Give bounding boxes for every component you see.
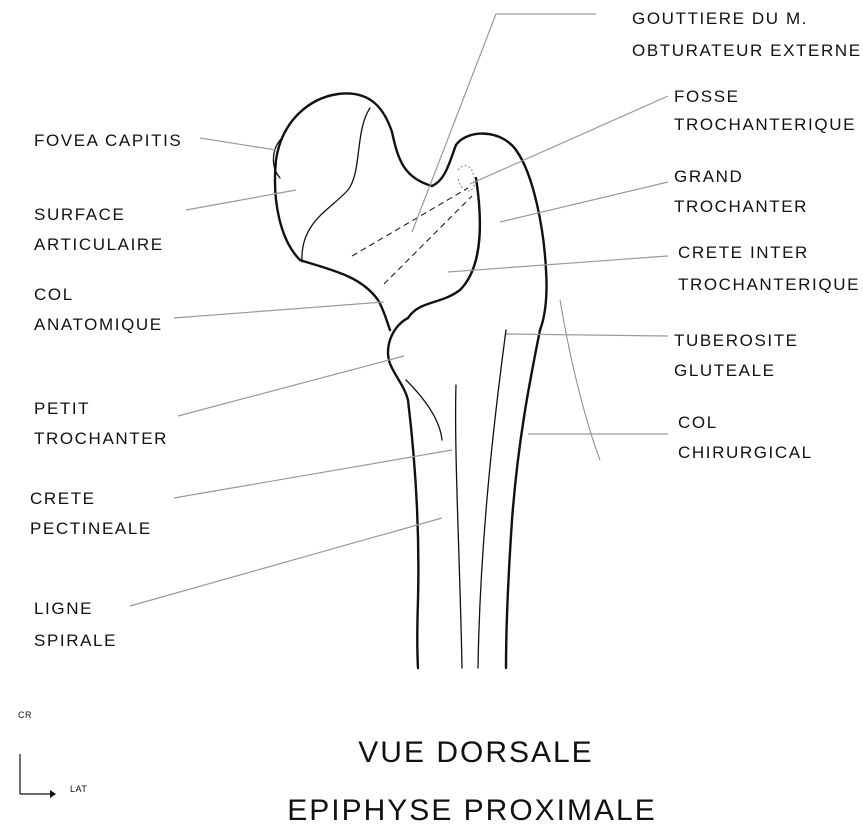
- leader-lines: [130, 14, 668, 606]
- leader-petit: [178, 356, 404, 416]
- title-line-2: EPIPHYSE PROXIMALE: [287, 794, 656, 827]
- linea-aspera-lateral: [478, 330, 506, 668]
- annotation-labels: GOUTTIERE DU M. OBTURATEUR EXTERNE FOVEA…: [30, 9, 862, 650]
- label-grand-l1: GRAND: [674, 167, 743, 186]
- leader-surface: [186, 190, 296, 210]
- femur-proximal-epiphysis: [273, 93, 600, 668]
- linea-aspera-medial: [456, 385, 462, 668]
- orientation-up-label: CR: [18, 710, 32, 720]
- label-petit-l2: TROCHANTER: [34, 429, 168, 448]
- label-grand-l2: TROCHANTER: [674, 197, 808, 216]
- shaft-medial-border: [408, 400, 418, 668]
- leader-gouttiere: [412, 14, 596, 232]
- orientation-marker: CR LAT: [18, 710, 87, 798]
- label-col-anat-l2: ANATOMIQUE: [34, 315, 163, 334]
- label-surface-l2: ARTICULAIRE: [34, 235, 164, 254]
- articular-boundary: [302, 108, 370, 262]
- orientation-arrowhead: [50, 790, 56, 798]
- label-petit-l1: PETIT: [34, 399, 90, 418]
- obturator-groove-line-1: [352, 188, 468, 256]
- femoral-head-outline: [275, 93, 432, 260]
- neck-lower-edge: [300, 260, 390, 330]
- leader-grand: [500, 182, 668, 222]
- label-col-chir-l1: COL: [678, 413, 718, 432]
- shaft-lateral-border: [506, 330, 540, 668]
- leader-fosse: [470, 96, 668, 184]
- label-fovea: FOVEA CAPITIS: [34, 131, 182, 150]
- label-col-chir-l2: CHIRURGICAL: [678, 443, 813, 462]
- neck-upper-edge: [432, 145, 456, 186]
- label-gouttiere-l2: OBTURATEUR EXTERNE: [632, 41, 862, 60]
- label-tuberosite-l2: GLUTEALE: [674, 361, 776, 380]
- label-gouttiere-l1: GOUTTIERE DU M.: [632, 9, 808, 28]
- leader-tuberosite: [506, 334, 668, 336]
- label-tuberosite-l1: TUBEROSITE: [674, 331, 799, 350]
- label-crete-pect-l1: CRETE: [30, 489, 96, 508]
- label-surface-l1: SURFACE: [34, 205, 126, 224]
- label-fosse-l1: FOSSE: [674, 87, 740, 106]
- title-line-1: VUE DORSALE: [358, 736, 593, 769]
- label-crete-pect-l2: PECTINEALE: [30, 519, 152, 538]
- diagram-title: VUE DORSALE EPIPHYSE PROXIMALE: [287, 736, 656, 827]
- leader-crete-inter: [448, 256, 668, 272]
- orientation-right-label: LAT: [70, 784, 87, 794]
- trochanteric-fossa: [458, 166, 474, 191]
- label-ligne-l2: SPIRALE: [34, 631, 117, 650]
- leader-col-anat: [174, 302, 384, 318]
- leader-crete-pect: [174, 450, 452, 498]
- label-col-anat-l1: COL: [34, 285, 74, 304]
- label-fosse-l2: TROCHANTERIQUE: [674, 115, 856, 134]
- label-crete-inter-l1: CRETE INTER: [678, 243, 809, 262]
- leader-fovea: [200, 138, 276, 150]
- shaft-faint-contour: [560, 300, 600, 460]
- label-crete-inter-l2: TROCHANTERIQUE: [678, 275, 860, 294]
- greater-trochanter-outline: [456, 134, 547, 330]
- label-ligne-l1: LIGNE: [34, 599, 93, 618]
- leader-ligne: [130, 518, 442, 606]
